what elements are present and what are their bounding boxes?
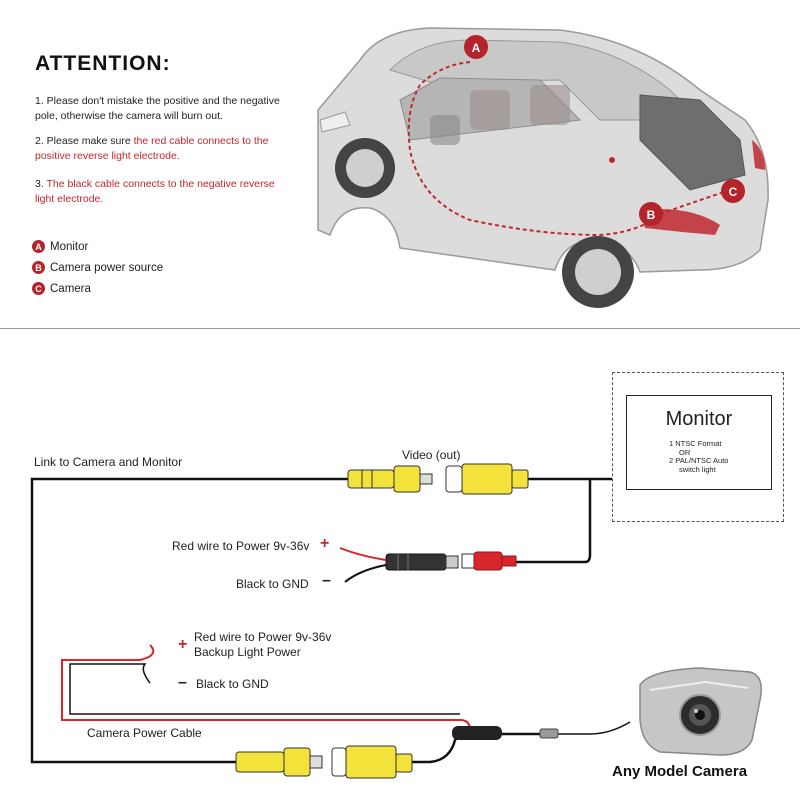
lower-red-lead [61, 644, 471, 731]
section-divider [0, 328, 800, 329]
plus-symbol-2: + [178, 636, 188, 653]
main-video-wire [30, 477, 350, 764]
note-polarity: 1. Please don't mistake the positive and… [35, 95, 280, 122]
marker-b-letter: B [647, 208, 656, 222]
camera-power-cable-label: Camera Power Cable [87, 726, 202, 740]
legend-label-power: Camera power source [50, 261, 164, 274]
monitor-option-2: 2 PAL/NTSC Auto [669, 456, 729, 466]
rca-male-connector [347, 465, 433, 493]
power-connector-black [385, 553, 459, 571]
rca-bottom-female [331, 745, 413, 779]
note-black-cable: 3. The black cable connects to the negat… [35, 177, 295, 207]
marker-b: B [639, 202, 663, 226]
camera-device [639, 667, 762, 756]
legend-label-monitor: Monitor [50, 240, 89, 253]
upper-red-lead [339, 547, 387, 561]
monitor-outline [612, 372, 784, 522]
monitor-option-2-b: switch light [679, 464, 716, 474]
legend-item-camera: C Camera [32, 282, 91, 295]
legend-item-monitor: A Monitor [32, 240, 88, 253]
legend-badge-c: C [32, 282, 45, 295]
camera-lead-wire [555, 721, 631, 735]
monitor-option-2-text: PAL/NTSC Auto [675, 456, 729, 465]
rca-bottom-male [235, 747, 323, 777]
car-illustration [317, 27, 769, 308]
marker-a: A [464, 35, 488, 59]
monitor-power-wire [515, 479, 592, 564]
monitor-options: 1 NTSC Format OR 2 PAL/NTSC Auto switch … [669, 439, 729, 474]
legend-item-power: B Camera power source [32, 261, 163, 274]
camera-plug [539, 728, 559, 739]
red-power-label-2: Red wire to Power 9v-36v [194, 630, 332, 644]
monitor-option-1-num: 1 [669, 439, 674, 448]
cable-junction [452, 726, 502, 740]
monitor-option-2-num: 2 [669, 456, 674, 465]
legend-label-camera: Camera [50, 282, 91, 295]
note-black-cable-highlight: The black cable connects to the negative… [35, 178, 275, 205]
black-gnd-label-2: Black to GND [196, 677, 269, 691]
minus-symbol-2: – [178, 674, 187, 691]
black-gnd-label: Black to GND [236, 577, 309, 591]
legend-badge-a: A [32, 240, 45, 253]
note-black-cable-prefix: 3. [35, 178, 47, 190]
note-red-cable-prefix: 2. Please make sure [35, 135, 134, 147]
power-connector-red [461, 551, 517, 571]
attention-title: ATTENTION: [35, 52, 171, 75]
lower-black-lead [69, 663, 460, 715]
monitor-option-1: 1 NTSC Format [669, 439, 728, 449]
backup-light-label: Backup Light Power [194, 645, 301, 659]
camera-caption: Any Model Camera [612, 763, 748, 780]
upper-black-lead [344, 564, 387, 583]
plus-symbol: + [320, 535, 330, 552]
monitor-option-1-text: NTSC Format [675, 439, 722, 448]
legend-badge-b: B [32, 261, 45, 274]
marker-a-letter: A [472, 41, 481, 55]
red-power-label: Red wire to Power 9v-36v [172, 539, 310, 553]
link-label: Link to Camera and Monitor [34, 455, 183, 469]
note-red-cable: 2. Please make sure the red cable connec… [35, 134, 295, 164]
rca-female-connector [445, 463, 529, 495]
marker-c: C [721, 179, 745, 203]
marker-c-letter: C [729, 185, 738, 199]
monitor-title: Monitor [665, 408, 733, 430]
note-red-cable-highlight: the red cable connects to the positive r… [35, 135, 269, 162]
monitor-or: OR [679, 447, 691, 457]
monitor-box: Monitor 1 NTSC Format OR 2 PAL/NTSC Auto… [626, 395, 772, 490]
minus-symbol: – [322, 572, 331, 589]
video-out-label: Video (out) [402, 448, 461, 462]
